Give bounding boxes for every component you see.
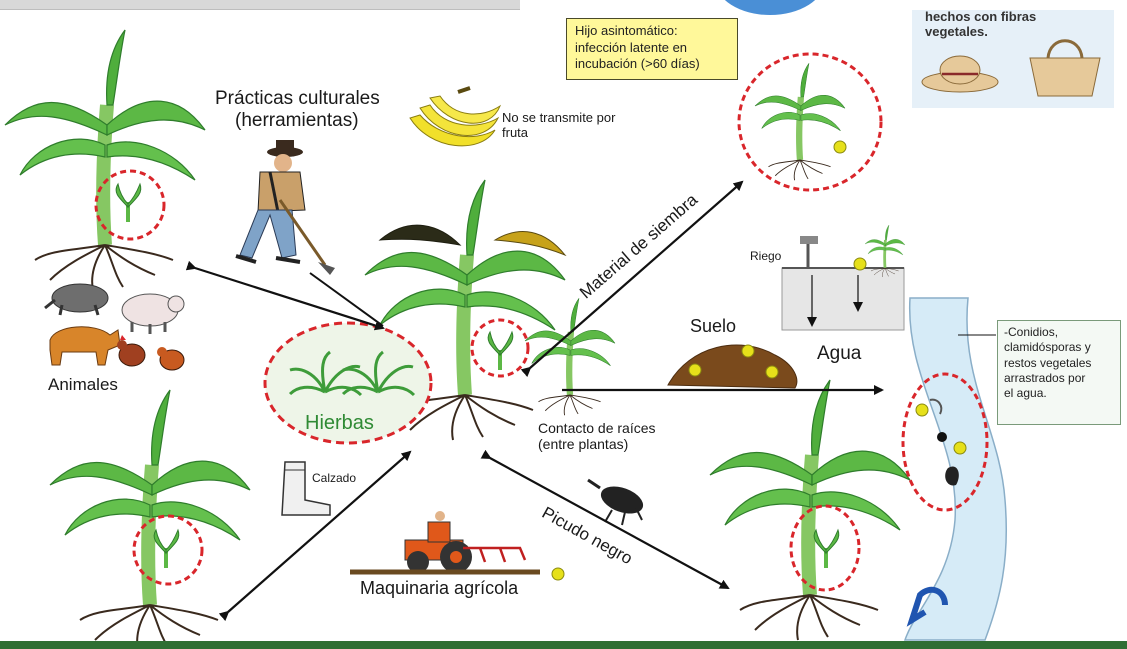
conidios-line-5: el agua. [1004, 386, 1114, 401]
contacto-raices-label: Contacto de raíces (entre plantas) [538, 420, 656, 452]
spore-water-1 [916, 404, 928, 416]
spore-tractor [552, 568, 564, 580]
spore-suelo-3 [766, 366, 778, 378]
tractor-icon [350, 511, 540, 573]
spore-top-right [834, 141, 846, 153]
conidios-line-4: arrastrados por [1004, 371, 1114, 386]
armadillo-icon [45, 284, 108, 315]
farmer-icon [236, 140, 335, 275]
spore-water-2 [954, 442, 966, 454]
conidios-line-1: -Conidios, [1004, 325, 1114, 340]
sucker-top-left [116, 184, 141, 222]
agua-panel [782, 268, 904, 330]
arrow-picudo [490, 458, 728, 588]
practicas-line-1: Prácticas culturales [215, 88, 380, 110]
hat-icon [922, 56, 998, 92]
hijo-line-3: incubación (>60 días) [575, 56, 729, 73]
contacto-line-1: Contacto de raíces [538, 420, 656, 436]
practicas-label: Prácticas culturales (herramientas) [215, 88, 380, 132]
basket-icon [1030, 41, 1100, 96]
animales-label: Animales [48, 375, 118, 395]
spore-suelo-2 [742, 345, 754, 357]
conidios-line-2: clamidósporas y [1004, 340, 1114, 355]
arrow-practicas [310, 273, 383, 326]
fibras-line-1: hechos con fibras [925, 10, 1036, 25]
weevil-icon [588, 480, 647, 525]
boot-icon [282, 462, 330, 515]
contacto-line-2: (entre plantas) [538, 436, 656, 452]
fibras-text: hechos con fibras vegetales. [925, 10, 1036, 40]
hijo-line-1: Hijo asintomático: [575, 23, 729, 40]
hijo-line-2: infección latente en [575, 40, 729, 57]
fruta-line-1: No se transmite por [502, 111, 615, 126]
bottom-bar [0, 641, 1127, 649]
banana-bunch-icon [410, 88, 500, 146]
hijo-asintomatico-box: Hijo asintomático: infección latente en … [566, 18, 738, 80]
sucker-bottom-left [154, 530, 179, 568]
conidios-box: -Conidios, clamidósporas y restos vegeta… [997, 320, 1121, 425]
chicken-icon [117, 335, 184, 370]
calzado-label: Calzado [312, 472, 356, 486]
fruta-line-2: fruta [502, 126, 615, 141]
conidios-line-3: restos vegetales [1004, 356, 1114, 371]
suelo-label: Suelo [690, 316, 736, 337]
spore-suelo-1 [689, 364, 701, 376]
pig-icon [122, 294, 184, 334]
agua-label: Agua [817, 343, 861, 365]
riego-label: Riego [750, 250, 781, 264]
spore-riego [854, 258, 866, 270]
sucker-bottom-right [814, 530, 839, 568]
maquinaria-label: Maquinaria agrícola [360, 578, 518, 599]
fruta-label: No se transmite por fruta [502, 111, 615, 141]
suelo-mound [668, 345, 797, 388]
practicas-line-2: (herramientas) [215, 110, 380, 132]
infection-circle-top-right [739, 54, 881, 190]
plant-top-left [5, 30, 205, 290]
dog-icon [50, 327, 120, 365]
fibras-line-2: vegetales. [925, 25, 1036, 40]
hierbas-label: Hierbas [305, 412, 374, 435]
arrow-animales-center [195, 268, 383, 328]
sucker-center [488, 332, 513, 370]
